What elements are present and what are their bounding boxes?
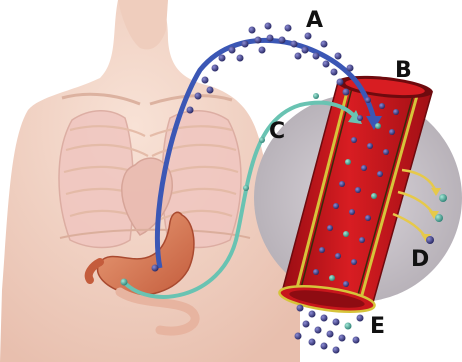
label-a: A (306, 10, 323, 32)
label-b: B (395, 60, 412, 82)
label-c: C (269, 121, 285, 143)
label-e: E (370, 316, 385, 338)
label-d: D (411, 249, 429, 271)
